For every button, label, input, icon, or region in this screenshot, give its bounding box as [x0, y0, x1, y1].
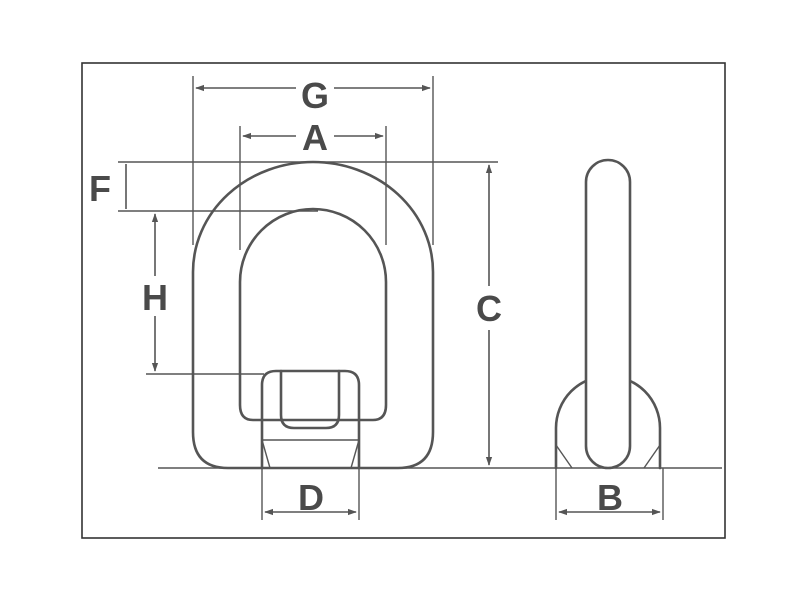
label-h: H: [142, 277, 168, 318]
front-view: [191, 160, 435, 470]
side-ring-profile: [584, 158, 632, 470]
base-block-bevel-left: [261, 439, 271, 469]
side-base-bevel-right: [643, 444, 661, 469]
label-c: C: [476, 288, 502, 329]
dimension-g: [192, 76, 434, 245]
base-block-bevel-right: [350, 439, 360, 469]
dimension-f: [118, 161, 498, 212]
side-base-bevel-left: [555, 444, 573, 469]
label-d: D: [298, 477, 324, 518]
ring-inner: [238, 207, 388, 422]
dimension-h: [146, 213, 264, 375]
label-g: G: [301, 75, 329, 116]
dimension-d: [261, 468, 360, 520]
base-block-outer: [260, 369, 361, 470]
dimension-a: [239, 126, 387, 250]
base-block-slot: [279, 369, 341, 430]
dimension-b: [555, 468, 664, 520]
label-a: A: [302, 117, 328, 158]
label-f: F: [89, 168, 111, 209]
label-b: B: [597, 477, 623, 518]
drawing-frame: [81, 62, 726, 539]
side-view: [554, 158, 662, 470]
